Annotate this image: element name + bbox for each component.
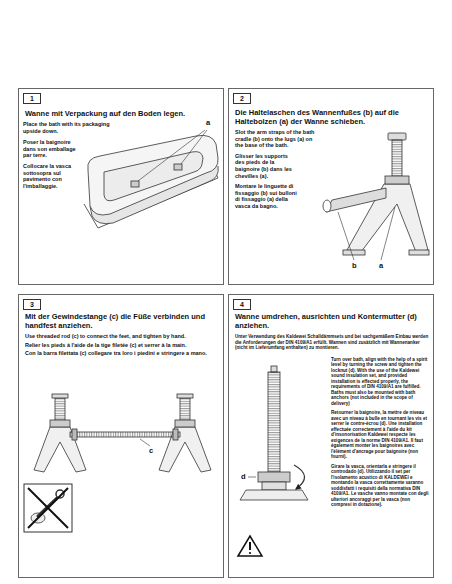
step-text: Relier les pieds à l'aide de la tige fil… [25,342,220,349]
warning-sign [238,536,262,556]
step-number: 2 [240,94,244,103]
locknut-drawing [238,366,308,556]
step-text: Con la barra filettata (c) collegare tra… [25,350,220,357]
callout-letter: d [240,473,247,481]
rod-nut [72,429,77,440]
arm-strap [326,188,386,212]
step-panel: Mit der Gewindestange (c) die Füße verbi… [18,294,224,578]
leader-line [181,130,207,164]
hub-nut [50,420,70,427]
bath-rim [88,135,218,215]
hub-nut [175,420,195,427]
foot-pad [343,250,365,255]
step-number: 3 [30,300,34,309]
step-text: Poser la baignoire dans son emballage pa… [23,139,81,159]
adjust-cap [177,394,193,398]
cross-out [28,488,68,528]
threaded-stud [392,140,402,178]
rod-nut [173,429,178,440]
callout-letter: b [351,262,358,270]
bath-lug [131,181,139,187]
step-text: Retourner la baignoire, la mettre de niv… [331,410,431,460]
hub-nut [385,176,409,184]
threaded-stud [268,372,280,472]
feet-rod-drawing [24,394,211,532]
callout-letter: a [378,262,384,270]
no-tools-box [24,484,72,532]
step-panel: Wanne umdrehen, ausrichten und Kontermut… [228,294,434,578]
step-text: Collocare la vasca sottosopra sul pavime… [23,163,81,189]
step-panel: Die Haltelaschen des Wannenfußes (b) auf… [228,88,434,285]
step-text: Place the bath with its packaging upside… [23,121,123,134]
adjust-cap [52,394,68,398]
step-heading: Wanne umdrehen, ausrichten und Kontermut… [235,312,430,330]
adjust-cap [388,133,406,140]
bolt-end [271,366,277,372]
step-text: Glisser les supports des pieds de la bai… [235,153,297,179]
threaded-rod [70,432,180,437]
threaded-stud [55,398,65,420]
step-number-box: 2 [233,93,251,104]
leader-line [138,130,205,181]
cross-out [28,488,68,528]
step-text: Slot the arm straps of the bath cradle (… [235,129,320,149]
foot-hub [262,482,286,490]
bath-lug [174,164,182,170]
callout-letter: c [148,447,154,455]
step-text: Montare le linguette di fissaggio (b) su… [235,183,297,209]
step-panel: Wanne mit Verpackung auf den Boden legen… [18,88,224,285]
cradle-foot-drawing [323,133,429,260]
leader-line [338,212,354,260]
step-number: 1 [30,94,34,103]
warning-mark [249,542,251,550]
foot-plate [240,490,308,500]
bath-drawing [84,130,218,228]
step-number-box: 1 [23,93,41,104]
leader-line [140,439,150,446]
step-heading: Mit der Gewindestange (c) die Füße verbi… [25,312,220,330]
leader-line [381,207,395,260]
callout-letter: a [205,119,211,127]
leader-line [248,477,256,478]
step-number-box: 3 [23,299,41,310]
step-text: Use threaded rod (c) to connect the feet… [25,333,220,340]
step-number-box: 4 [233,299,251,310]
step-text: Turn over bath, align with the help of a… [331,357,431,407]
lug [323,200,331,212]
step-text: Girare la vasca, orientarla e stringere … [331,464,431,508]
step-text: Unter Verwendung des Kaldewei Schalldämm… [235,334,431,351]
step-heading: Wanne mit Verpackung auf den Boden legen… [25,109,220,118]
bath-base [104,152,203,201]
step-number: 4 [240,300,244,309]
locknut [258,472,290,482]
threaded-stud [180,398,190,420]
step-heading: Die Haltelaschen des Wannenfußes (b) auf… [235,108,430,126]
foot-pad [409,250,429,255]
turn-arrow [294,465,305,489]
warning-mark [249,552,251,554]
